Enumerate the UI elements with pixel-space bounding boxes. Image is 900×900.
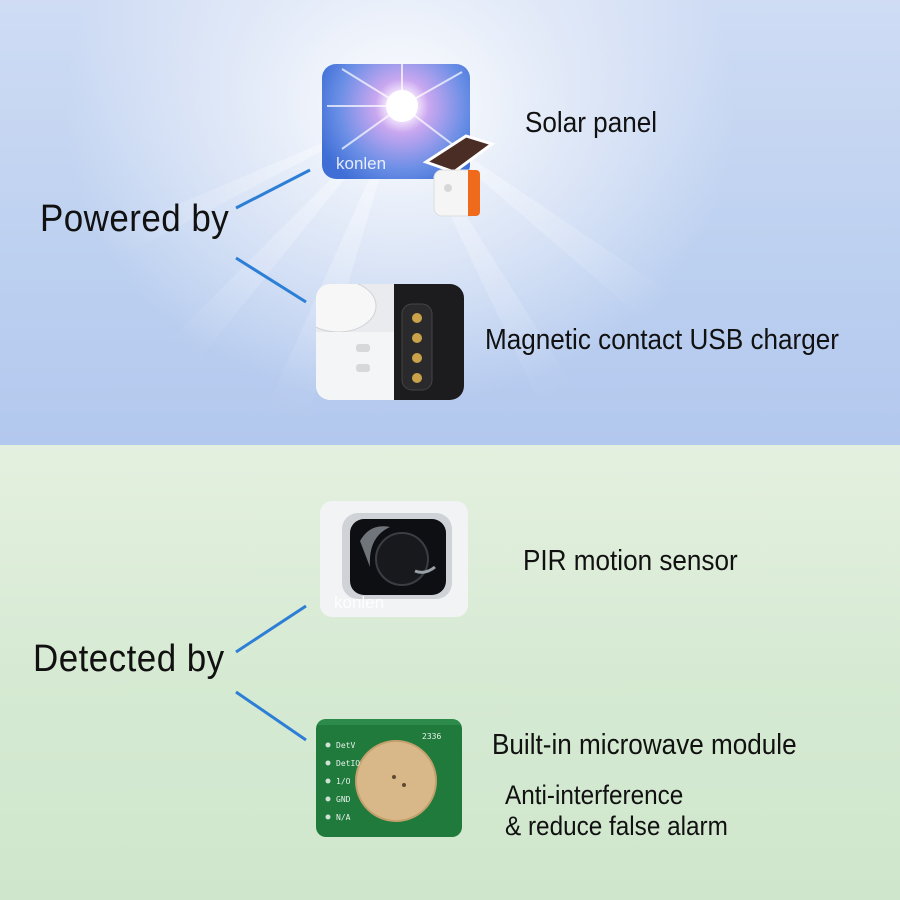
power-section: Powered by (0, 0, 900, 445)
powered-by-heading: Powered by (40, 198, 230, 240)
pcb-pin-label: DetV (336, 741, 355, 750)
pcb-pin-label: GND (336, 795, 351, 804)
pcb-pin-label: 1/O (336, 777, 351, 786)
watermark-text-2: konlen (334, 593, 385, 612)
microwave-sub-line-1: Anti-interference (505, 780, 684, 810)
pcb-code: 2336 (422, 732, 441, 741)
siren-device-icon (422, 134, 496, 217)
usb-charger-image (316, 284, 464, 400)
pir-sensor-image (320, 501, 468, 617)
pcb-pin-label: DetIO (336, 759, 360, 768)
watermark-text: konlen (336, 154, 387, 173)
microwave-sub-line-2: & reduce false alarm (505, 811, 728, 841)
microwave-module-image: DetV DetIO 1/O GND N/A 2336 (316, 719, 462, 837)
pcb-pin-label: N/A (336, 813, 351, 822)
pir-sensor-label: PIR motion sensor (523, 545, 738, 577)
microwave-module-label: Built-in microwave module (492, 729, 797, 761)
detected-by-heading: Detected by (33, 638, 225, 680)
usb-charger-label: Magnetic contact USB charger (485, 324, 839, 356)
detection-section: Detected by konlen PIR motion sensor (0, 445, 900, 900)
solar-panel-label: Solar panel (525, 107, 658, 139)
